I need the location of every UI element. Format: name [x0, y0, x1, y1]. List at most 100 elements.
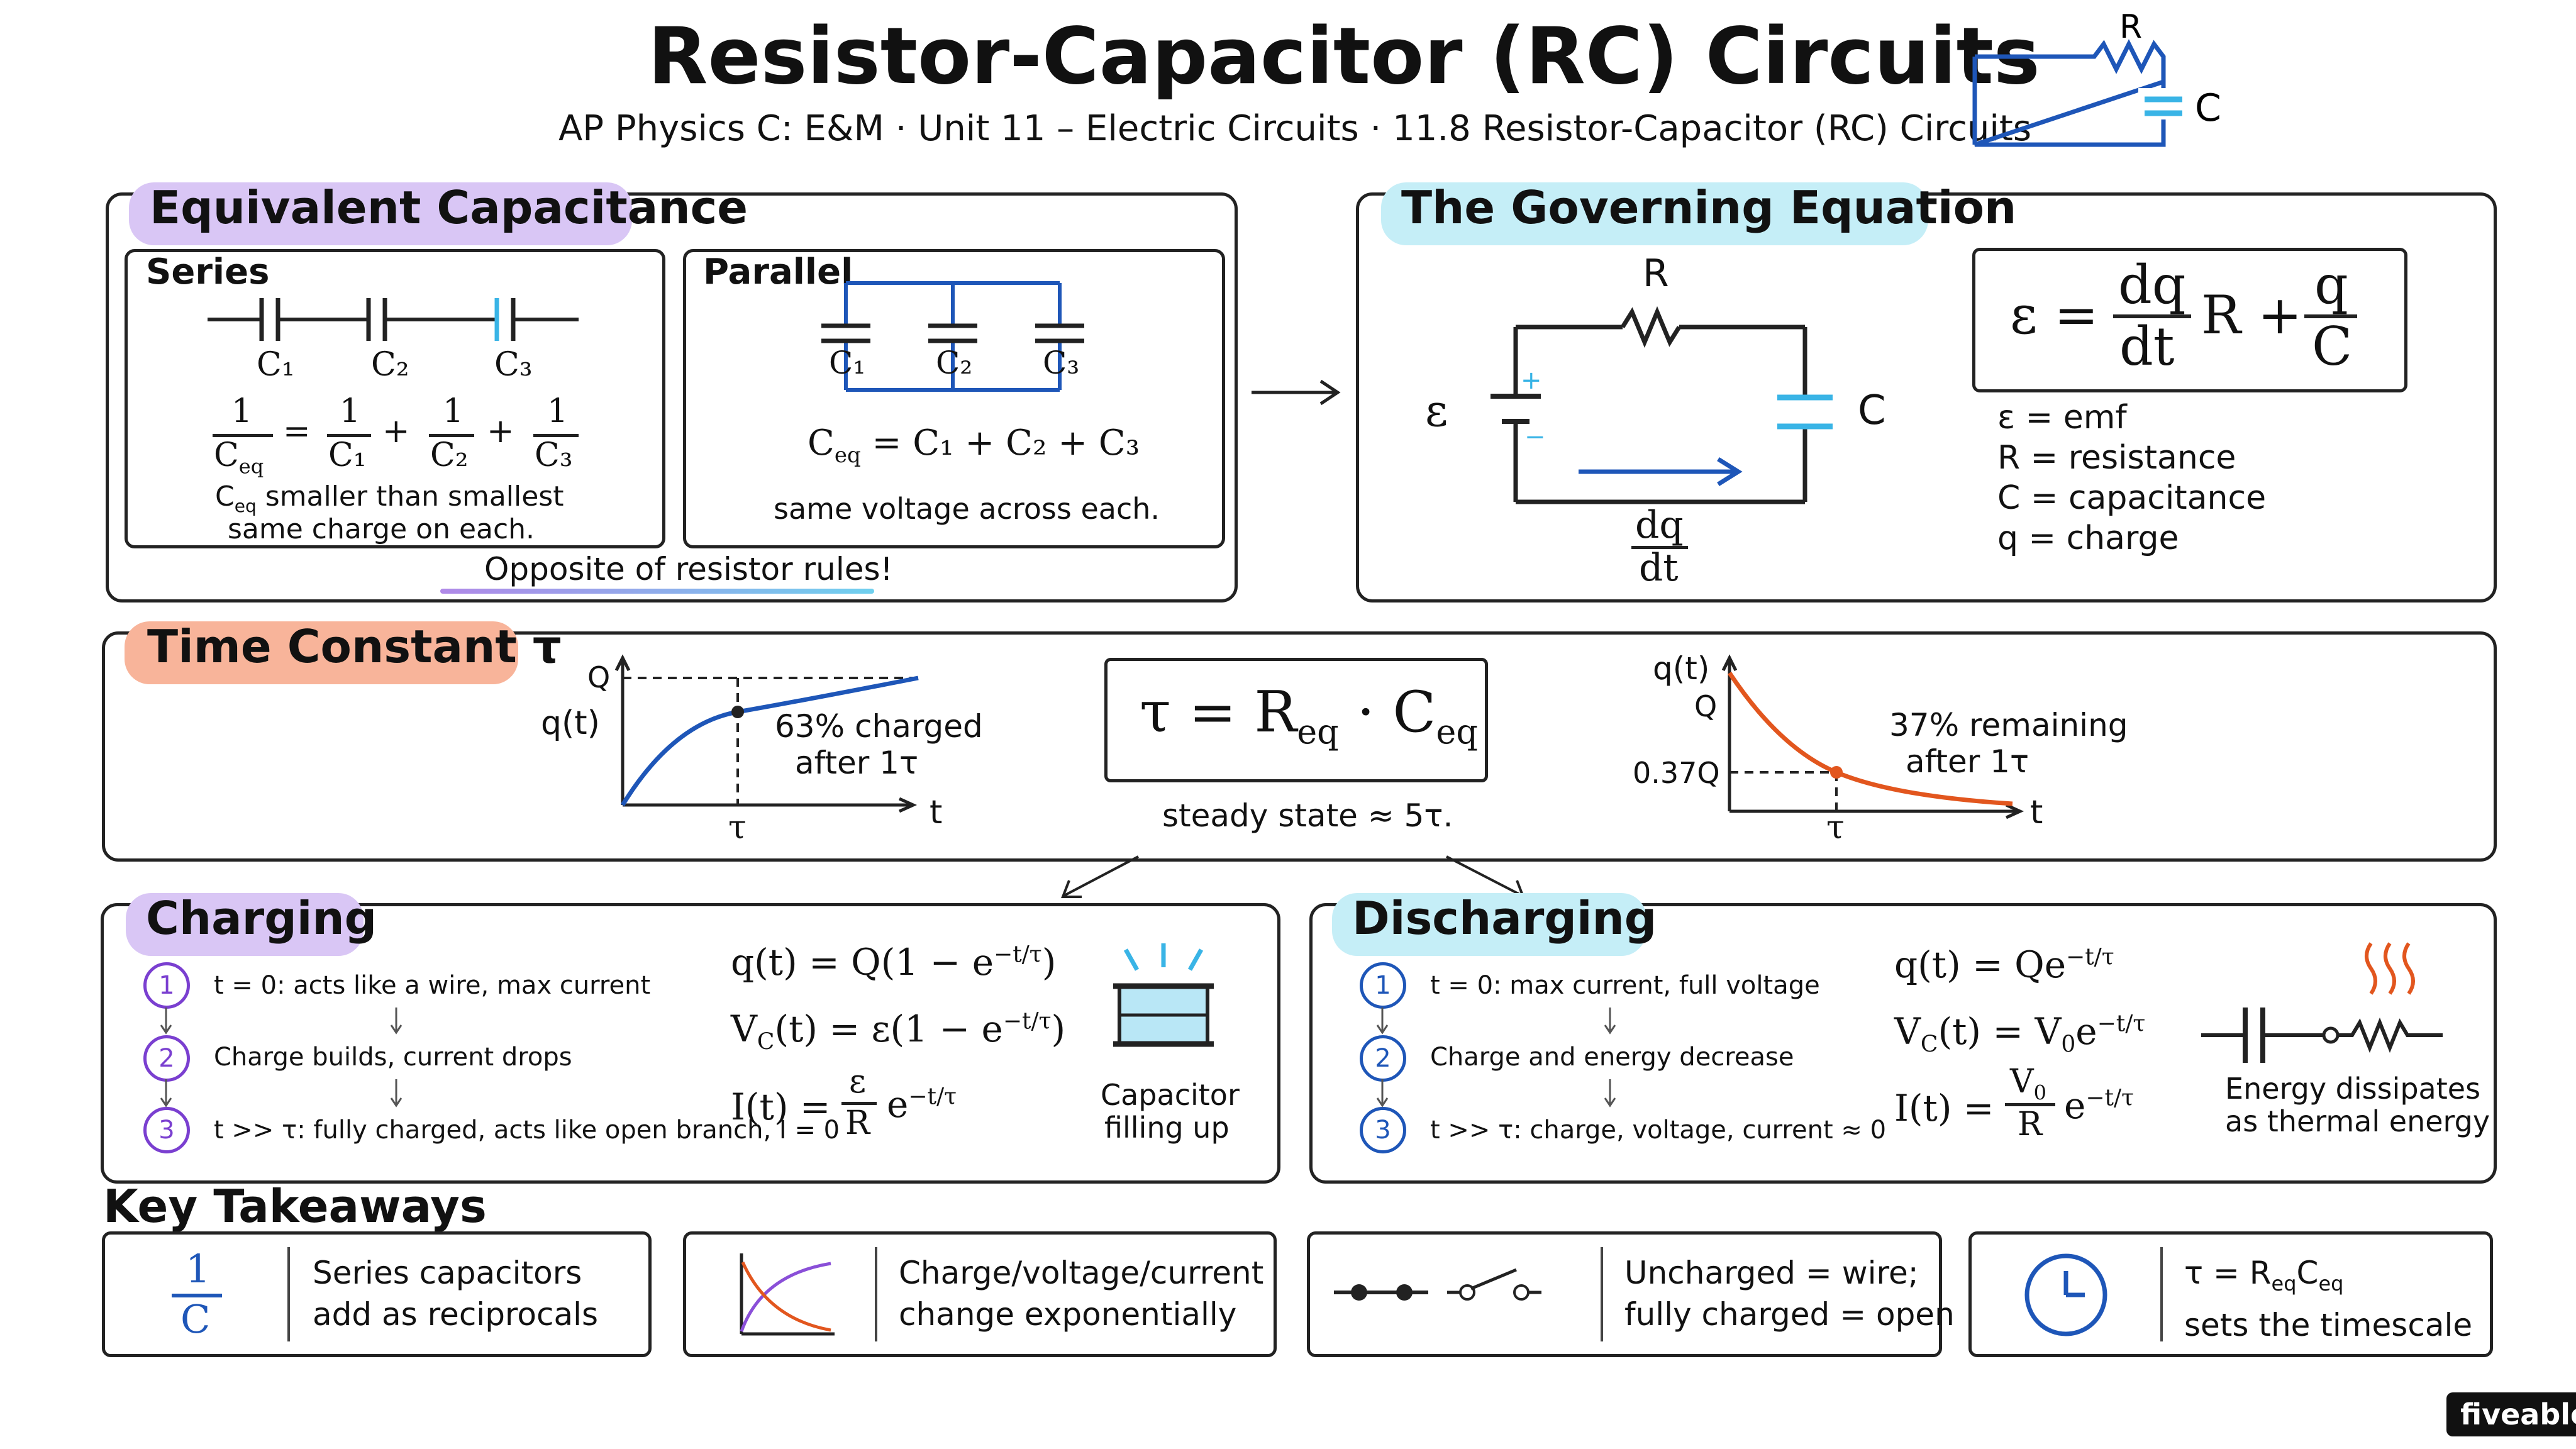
- svg-text:−: −: [1524, 423, 1546, 452]
- series-cap-label-2: C₂: [371, 346, 409, 384]
- time-constant-title: Time Constant τ: [147, 620, 562, 673]
- series-term-3-den: C₃: [535, 436, 573, 474]
- takeaway-4-divider: [2160, 1247, 2163, 1341]
- series-term-2-bar: [429, 434, 474, 437]
- equation-num2: q: [2314, 254, 2348, 316]
- parallel-label: Parallel: [703, 252, 853, 292]
- wire-switch-icon: [1334, 1268, 1541, 1301]
- charge-graph-note-1: 63% charged: [775, 708, 983, 745]
- charging-eq-i: I(t) =: [731, 1085, 831, 1128]
- rc-icon-c-label: C: [2195, 86, 2221, 130]
- tau-formula-box: [1104, 658, 1488, 782]
- legend-charge: q = charge: [1997, 519, 2179, 557]
- energy-icon-label-1: Energy dissipates: [2225, 1072, 2481, 1106]
- energy-icon-label-2: as thermal energy: [2225, 1104, 2490, 1138]
- discharge-graph-mark-label: 0.37Q: [1633, 756, 1720, 790]
- discharging-eq-i: I(t) =: [1894, 1087, 1994, 1130]
- series-box: [125, 249, 665, 548]
- circuit-emf-label: ε: [1425, 385, 1448, 436]
- charging-eq-q: q(t) = Q(1 − e−t/τ): [731, 941, 1057, 984]
- charge-graph-x-label: t: [930, 794, 943, 831]
- discharge-graph-tau-label: τ: [1826, 809, 1845, 847]
- charging-title: Charging: [146, 892, 377, 945]
- capacitor-filling-icon: [1113, 943, 1214, 1047]
- charge-graph-note-2: after 1τ: [795, 745, 919, 781]
- discharging-eq-i-den: R: [2018, 1106, 2043, 1143]
- page-subtitle: AP Physics C: E&M · Unit 11 – Electric C…: [558, 108, 2032, 149]
- takeaway-2-divider: [875, 1247, 877, 1341]
- series-term-2-num: 1: [443, 392, 464, 430]
- series-formula-lhs-num: 1: [231, 392, 253, 430]
- discharging-eq-q: q(t) = Qe−t/τ: [1894, 943, 2114, 986]
- discharging-step-3-number: 3: [1360, 1107, 1406, 1153]
- discharging-eq-i-exp: e−t/τ: [2064, 1084, 2135, 1127]
- equation-bar: [2113, 314, 2191, 318]
- charging-eq-v: VC(t) = ε(1 − e−t/τ): [731, 1008, 1066, 1055]
- steady-state-note: steady state ≈ 5τ.: [1162, 797, 1453, 834]
- discharge-graph-note-1: 37% remaining: [1889, 707, 2128, 743]
- charging-eq-i-num: ε: [849, 1063, 866, 1101]
- circuit-flow-bar: [1631, 546, 1688, 549]
- discharging-curve-graph: [1721, 654, 2024, 819]
- takeaway-1-divider: [287, 1247, 290, 1341]
- exponential-curves-icon: [740, 1253, 835, 1336]
- charging-step-3-number: 3: [143, 1107, 190, 1153]
- series-cap-label-3: C₃: [494, 346, 533, 384]
- series-term-3-num: 1: [547, 392, 569, 430]
- charging-step-3-text: t >> τ: fully charged, acts like open br…: [214, 1116, 840, 1145]
- legend-emf: ε = emf: [1997, 399, 2127, 436]
- series-formula-lhs-den: Ceq: [214, 436, 264, 479]
- equation-lhs: ε =: [2010, 284, 2099, 346]
- rc-circuit-icon: R C: [1972, 8, 2221, 147]
- discharging-eq-i-num: V0: [2010, 1063, 2046, 1105]
- series-term-1-num: 1: [340, 392, 361, 430]
- equation-num: dq: [2118, 254, 2186, 316]
- legend-resistance: R = resistance: [1997, 439, 2236, 477]
- governing-title: The Governing Equation: [1401, 181, 2017, 234]
- discharging-step-1-text: t = 0: max current, full voltage: [1430, 971, 1820, 1000]
- circuit-flow-num: dq: [1635, 503, 1684, 547]
- charging-step-1-number: 1: [143, 962, 190, 1009]
- series-plus-2: +: [487, 413, 514, 450]
- series-note-2: same charge on each.: [228, 513, 535, 545]
- takeaway-3-text: Uncharged = wire;fully charged = open: [1624, 1255, 1955, 1333]
- series-formula-equals: =: [283, 413, 311, 450]
- series-term-2-den: C₂: [430, 436, 469, 474]
- equation-bar2: [2304, 314, 2357, 318]
- clock-icon: [2024, 1253, 2107, 1336]
- charging-eq-i-exp: e−t/τ: [887, 1083, 957, 1126]
- equivalent-footer: Opposite of resistor rules!: [484, 551, 893, 587]
- series-term-1-bar: [327, 434, 371, 437]
- series-label: Series: [146, 252, 270, 292]
- charge-graph-max-label: Q: [587, 660, 611, 694]
- charging-step-connectors: [160, 1008, 402, 1108]
- discharging-eq-i-bar: [2005, 1103, 2055, 1106]
- equation-den2: C: [2312, 316, 2353, 377]
- discharging-title-highlight: [1332, 893, 1646, 956]
- parallel-formula: Ceq = C₁ + C₂ + C₃: [808, 423, 1140, 469]
- parallel-capacitors-diagram: [821, 281, 1084, 392]
- discharging-step-1-number: 1: [1360, 962, 1406, 1009]
- parallel-cap-label-2: C₂: [936, 345, 973, 381]
- capacitor-icon-label-2: filling up: [1104, 1111, 1230, 1145]
- parallel-cap-label-1: C₁: [829, 345, 866, 381]
- circuit-flow-den: dt: [1639, 546, 1679, 590]
- rc-icon-r-label: R: [2119, 8, 2142, 46]
- charging-curve-graph: [614, 654, 919, 813]
- charging-step-2-number: 2: [143, 1035, 190, 1082]
- parallel-cap-label-3: C₃: [1043, 345, 1080, 381]
- charge-graph-y-label: q(t): [541, 704, 600, 742]
- equivalent-title-highlight: [129, 182, 632, 245]
- takeaway-1-icon-num: 1: [186, 1246, 211, 1292]
- legend-capacitance: C = capacitance: [1997, 479, 2267, 517]
- time-constant-title-highlight: [125, 621, 518, 684]
- charge-graph-tau-label: τ: [728, 809, 747, 847]
- page-title: Resistor-Capacitor (RC) Circuits: [648, 11, 2040, 102]
- circuit-c-label: C: [1858, 387, 1886, 434]
- discharge-graph-y-label: q(t): [1653, 650, 1710, 687]
- series-note-1: Ceq smaller than smallest: [215, 480, 564, 516]
- tau-formula: τ = Req · Ceq: [1140, 679, 1478, 752]
